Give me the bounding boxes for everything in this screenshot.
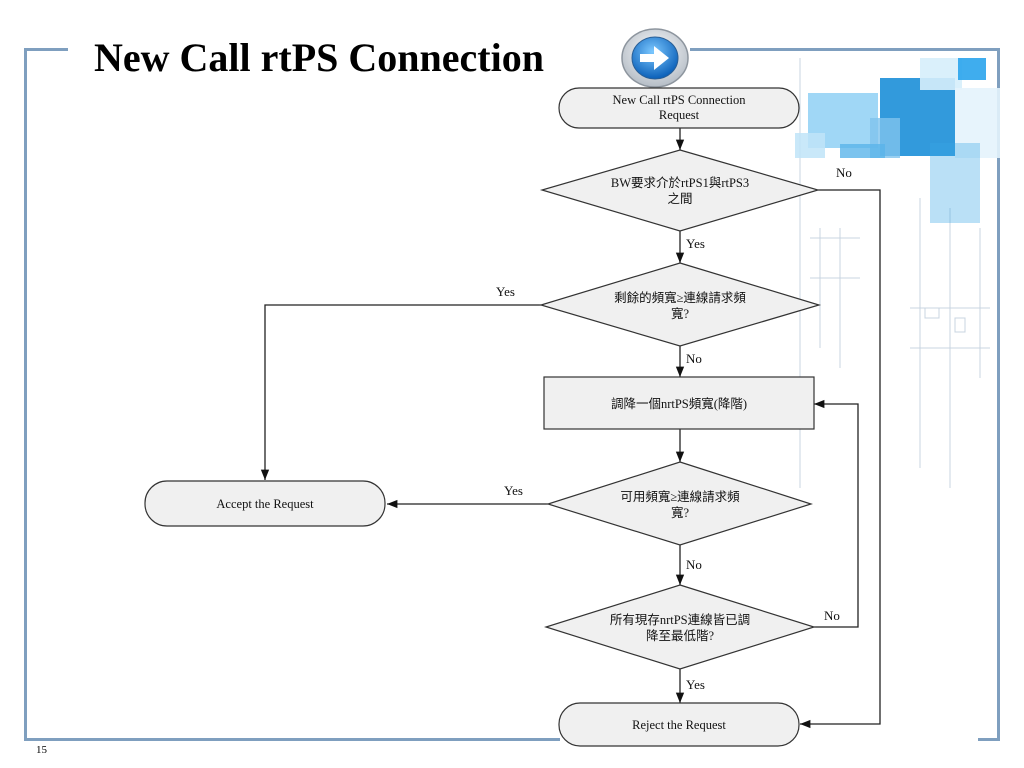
decision-bw-range xyxy=(539,149,821,232)
d2-label-line1: 剩餘的頻寬≥連線請求頻 xyxy=(614,290,746,305)
frame-top-left xyxy=(24,48,68,51)
accept-label: Accept the Request xyxy=(216,497,314,511)
start-label-line2: Request xyxy=(659,108,700,122)
edge-label-d2-no: No xyxy=(686,351,702,366)
edge-label-d1-no: No xyxy=(836,165,852,180)
edge-d4-no xyxy=(814,399,859,628)
reject-node xyxy=(558,702,800,747)
d4-label-line2: 降至最低階? xyxy=(646,628,715,643)
reject-label: Reject the Request xyxy=(632,718,726,732)
edge-label-d3-no: No xyxy=(686,557,702,572)
start-node xyxy=(558,87,800,129)
d1-label-line1: BW要求介於rtPS1與rtPS3 xyxy=(611,175,749,190)
frame-top-right xyxy=(690,48,1000,51)
process-downgrade-nrtps xyxy=(543,376,815,430)
page-number: 15 xyxy=(36,744,47,756)
accept-node xyxy=(144,480,386,527)
start-label-line1: New Call rtPS Connection xyxy=(613,93,747,107)
frame-bottom-left xyxy=(24,738,560,741)
arrow-right-icon[interactable] xyxy=(620,27,690,89)
decision-all-nrtps-lowest xyxy=(543,584,817,670)
edge-label-d3-yes: Yes xyxy=(504,483,523,498)
edge-label-d4-yes: Yes xyxy=(686,677,705,692)
decorative-background-graphic xyxy=(795,58,1000,488)
process-label: 調降一個nrtPS頻寬(降階) xyxy=(611,396,747,411)
d2-label-line2: 寬? xyxy=(671,306,690,321)
edge-label-d2-yes: Yes xyxy=(496,284,515,299)
edge-d1-no xyxy=(800,189,881,729)
d3-label-line2: 寬? xyxy=(671,505,690,520)
decision-available-bandwidth xyxy=(545,461,813,546)
d1-label-line2: 之間 xyxy=(667,192,692,206)
decision-remaining-bandwidth xyxy=(538,262,822,347)
frame-left xyxy=(24,48,27,741)
edge-label-d4-no: No xyxy=(824,608,840,623)
frame-right xyxy=(997,48,1000,741)
d3-label-line1: 可用頻寬≥連線請求頻 xyxy=(620,489,740,504)
frame-bottom-right xyxy=(978,738,1000,741)
edge-d2-yes xyxy=(260,304,541,480)
d4-label-line1: 所有現存nrtPS連線皆已調 xyxy=(610,612,750,627)
slide-title: New Call rtPS Connection xyxy=(94,35,544,80)
edge-label-d1-yes: Yes xyxy=(686,236,705,251)
